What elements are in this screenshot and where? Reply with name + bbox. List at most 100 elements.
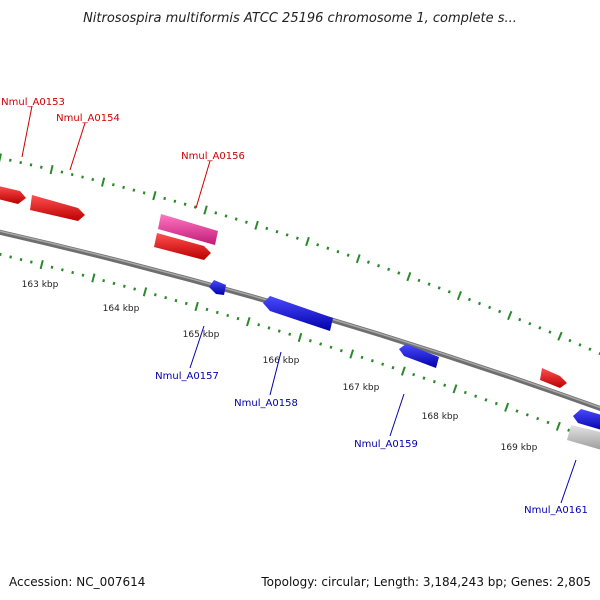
upper-scale-minor-tick xyxy=(568,338,572,343)
upper-scale-minor-tick xyxy=(193,205,197,209)
gene-forward-right[interactable] xyxy=(540,368,567,388)
upper-scale-major-tick xyxy=(406,272,412,282)
lower-scale-minor-tick xyxy=(412,372,416,377)
gene-label-Nmul_A0157[interactable]: Nmul_A0157 xyxy=(155,371,219,382)
lower-scale-minor-tick xyxy=(236,316,240,321)
lower-scale-major-tick xyxy=(400,366,406,376)
upper-scale-minor-tick xyxy=(548,330,552,334)
lower-scale-major-tick xyxy=(349,349,355,359)
map-title: Nitrosospira multiformis ATCC 25196 chro… xyxy=(83,11,517,26)
gene-Nmul_A0153[interactable] xyxy=(0,185,26,204)
lower-scale-major-tick xyxy=(246,317,251,327)
upper-scale-major-tick xyxy=(0,153,2,163)
upper-scale-minor-tick xyxy=(285,233,289,237)
lower-scale-major-tick xyxy=(194,301,199,312)
lower-scale-minor-tick xyxy=(50,265,54,269)
lower-scale-minor-tick xyxy=(370,359,374,363)
lower-scale-minor-tick xyxy=(9,255,13,259)
upper-scale-minor-tick xyxy=(142,191,146,195)
lower-scale-minor-tick xyxy=(153,293,157,297)
lower-scale-minor-tick xyxy=(81,273,85,277)
upper-scale-major-tick xyxy=(101,177,106,187)
upper-scale-minor-tick xyxy=(498,309,502,314)
upper-scale-minor-tick xyxy=(488,305,492,310)
upper-scale-minor-tick xyxy=(336,249,340,254)
lower-scale-minor-tick xyxy=(515,409,519,413)
gene-Nmul_A0156b[interactable] xyxy=(154,233,211,260)
upper-scale-minor-tick xyxy=(377,264,381,268)
lower-scale-minor-tick xyxy=(536,416,540,421)
lower-scale-minor-tick xyxy=(463,390,467,395)
upper-scale-minor-tick xyxy=(91,177,95,182)
upper-scale-major-tick xyxy=(254,220,259,230)
lower-scale-major-tick xyxy=(452,384,458,394)
gene-label-Nmul_A0159[interactable]: Nmul_A0159 xyxy=(354,439,418,450)
lower-scale-minor-tick xyxy=(226,313,230,318)
gene-label-Nmul_A0158[interactable]: Nmul_A0158 xyxy=(234,398,298,409)
scale-label-164: 164 kbp xyxy=(103,304,140,314)
upper-scale-minor-tick xyxy=(467,297,472,302)
scale-label-166: 166 kbp xyxy=(263,356,300,366)
upper-scale-major-tick xyxy=(507,310,513,321)
lower-scale-minor-tick xyxy=(360,355,364,360)
lower-scale-minor-tick xyxy=(257,323,261,327)
lower-scale-minor-tick xyxy=(29,260,33,264)
gene-Nmul_A0161[interactable] xyxy=(573,409,600,431)
lower-scale-minor-tick xyxy=(71,270,75,275)
upper-scale-minor-tick xyxy=(234,217,238,221)
upper-scale-minor-tick xyxy=(397,271,401,275)
upper-scale-major-tick xyxy=(49,164,54,175)
accession-text: Accession: NC_007614 xyxy=(9,575,145,589)
lower-scale-major-tick xyxy=(142,287,148,297)
upper-scale-minor-tick xyxy=(528,321,532,326)
lower-scale-minor-tick xyxy=(0,252,2,257)
gene-Nmul_A0154[interactable] xyxy=(30,195,85,221)
upper-scale-minor-tick xyxy=(173,199,177,203)
lower-scale-minor-tick xyxy=(102,279,106,283)
upper-scale-minor-tick xyxy=(346,253,350,257)
upper-scale-minor-tick xyxy=(244,220,248,224)
lower-scale-minor-tick xyxy=(443,383,447,387)
upper-scale-minor-tick xyxy=(366,260,370,264)
lower-scale-minor-tick xyxy=(484,398,488,402)
connector-Nmul_A0159 xyxy=(389,393,405,437)
gene-Nmul_A0157[interactable] xyxy=(209,280,226,295)
lower-scale-minor-tick xyxy=(422,376,426,380)
lower-scale-minor-tick xyxy=(205,307,209,312)
upper-scale-major-tick xyxy=(203,205,208,215)
upper-scale-major-tick xyxy=(152,191,157,201)
upper-scale-minor-tick xyxy=(39,165,43,169)
gene-grey[interactable] xyxy=(567,425,600,451)
upper-scale-minor-tick xyxy=(70,172,74,177)
gene-Nmul_A0158[interactable] xyxy=(263,296,333,331)
upper-scale-minor-tick xyxy=(578,343,582,347)
upper-scale-minor-tick xyxy=(275,229,279,234)
lower-scale-minor-tick xyxy=(164,296,168,300)
scale-label-169: 169 kbp xyxy=(501,443,538,453)
gene-label-Nmul_A0154[interactable]: Nmul_A0154 xyxy=(56,113,120,124)
upper-scale-minor-tick xyxy=(29,163,33,167)
upper-scale-minor-tick xyxy=(111,183,115,187)
upper-scale-minor-tick xyxy=(8,158,12,162)
upper-scale-minor-tick xyxy=(81,175,84,179)
connector-Nmul_A0158 xyxy=(269,351,282,396)
upper-scale-minor-tick xyxy=(518,317,522,322)
upper-scale-minor-tick xyxy=(437,286,441,290)
upper-scale-minor-tick xyxy=(265,226,269,231)
topology-summary: Topology: circular; Length: 3,184,243 bp… xyxy=(260,575,591,589)
upper-scale-minor-tick xyxy=(19,160,23,165)
gene-Nmul_A0159[interactable] xyxy=(399,344,439,368)
upper-scale-minor-tick xyxy=(214,211,218,215)
connector-Nmul_A0153 xyxy=(21,105,33,158)
gene-Nmul_A0156[interactable] xyxy=(158,214,218,245)
gene-label-Nmul_A0153[interactable]: Nmul_A0153 xyxy=(1,97,65,108)
scale-label-168: 168 kbp xyxy=(422,412,459,422)
lower-scale-major-tick xyxy=(504,402,510,412)
upper-scale-minor-tick xyxy=(477,301,482,306)
lower-scale-minor-tick xyxy=(184,301,188,306)
scale-label-163: 163 kbp xyxy=(22,280,59,290)
gene-label-Nmul_A0156[interactable]: Nmul_A0156 xyxy=(181,151,245,162)
lower-scale-major-tick xyxy=(555,421,561,431)
gene-label-Nmul_A0161[interactable]: Nmul_A0161 xyxy=(524,505,588,516)
lower-scale-minor-tick xyxy=(288,332,292,336)
